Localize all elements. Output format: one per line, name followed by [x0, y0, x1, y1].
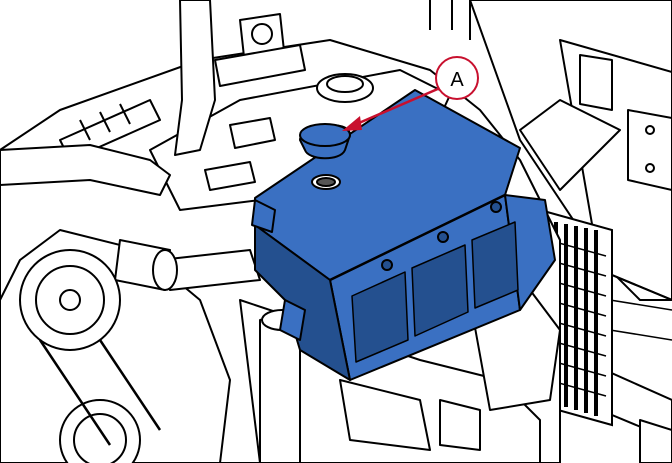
heat-exchanger — [251, 89, 556, 381]
generator-housing — [429, 0, 672, 463]
filler-cap — [298, 123, 352, 160]
crank-pulley — [19, 249, 162, 463]
callout-arrow — [342, 86, 441, 131]
callout-a: A — [435, 56, 479, 100]
callout-label: A — [450, 69, 464, 91]
coolant-pipes — [0, 0, 621, 463]
